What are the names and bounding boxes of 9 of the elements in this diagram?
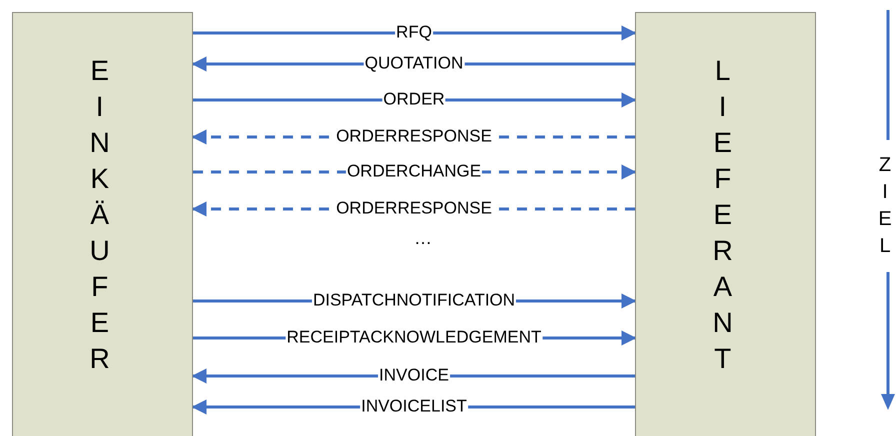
party-box — [12, 12, 193, 436]
time-axis-label: ZIEL — [877, 153, 893, 259]
ellipsis: … — [414, 228, 432, 249]
party-name: LIEFERANT — [712, 54, 734, 376]
arrow — [193, 26, 636, 40]
edge-label: QUOTATION — [364, 54, 464, 72]
party-name: EINKÄUFER — [88, 54, 111, 376]
party-box — [635, 12, 816, 436]
edge-label: RFQ — [395, 22, 433, 42]
